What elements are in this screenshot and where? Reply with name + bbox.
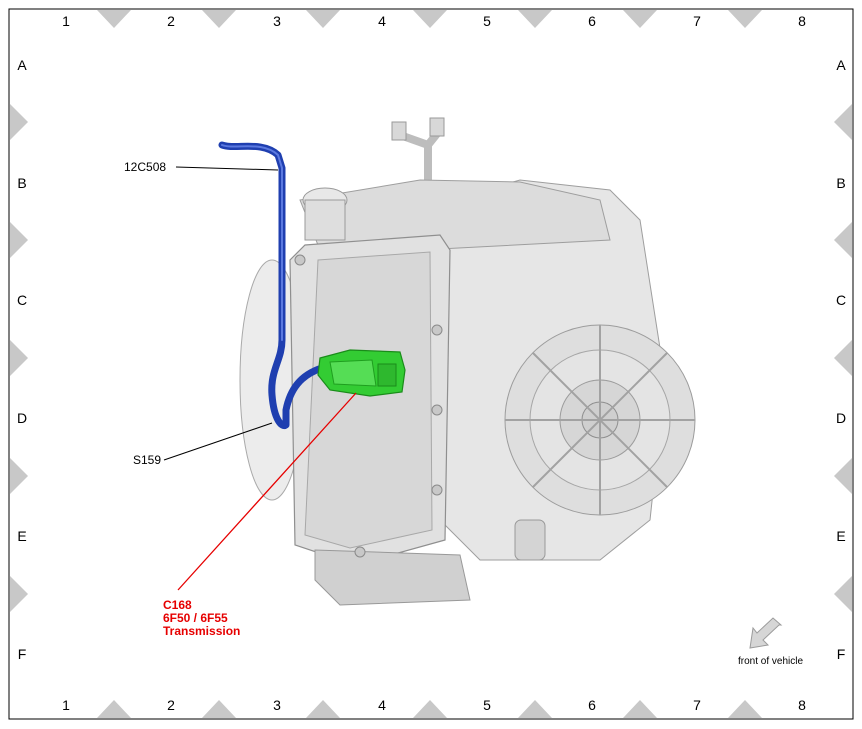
leader-12c508 [175, 166, 279, 171]
leader-c168 [177, 392, 357, 591]
col-label: 3 [273, 697, 281, 713]
callout-c168-desc1: 6F50 / 6F55 [163, 611, 228, 625]
col-label: 2 [167, 13, 175, 29]
col-label: 1 [62, 697, 70, 713]
callout-c168-id: C168 [163, 598, 192, 612]
col-label: 7 [693, 697, 701, 713]
col-label: 6 [588, 13, 596, 29]
col-label: 2 [167, 697, 175, 713]
row-label: D [17, 410, 27, 426]
col-label: 3 [273, 13, 281, 29]
connector-c168 [317, 349, 406, 397]
col-label: 7 [693, 13, 701, 29]
row-label: B [17, 175, 26, 191]
row-label: C [836, 292, 846, 308]
col-label: 4 [378, 13, 386, 29]
row-label: A [17, 57, 27, 73]
col-label: 8 [798, 13, 806, 29]
column-labels-top: 1 2 3 4 5 6 7 8 [62, 13, 806, 29]
row-label: B [836, 175, 845, 191]
col-label: 1 [62, 13, 70, 29]
callout-s159: S159 [133, 453, 161, 467]
row-labels-left: A B C D E F [17, 57, 27, 662]
row-labels-right: A B C D E F [836, 57, 846, 662]
col-label: 8 [798, 697, 806, 713]
row-label: C [17, 292, 27, 308]
diagram-frame [8, 8, 854, 720]
row-label: A [836, 57, 846, 73]
transmission-illustration [239, 117, 696, 606]
col-label: 5 [483, 13, 491, 29]
row-label: E [836, 528, 845, 544]
callout-c168-desc2: Transmission [163, 624, 240, 638]
col-label: 5 [483, 697, 491, 713]
frame-markers [10, 10, 852, 718]
row-label: E [17, 528, 26, 544]
callout-12c508: 12C508 [124, 160, 166, 174]
col-label: 6 [588, 697, 596, 713]
front-of-vehicle-label: front of vehicle [738, 656, 803, 667]
column-labels-bottom: 1 2 3 4 5 6 7 8 [62, 697, 806, 713]
row-label: F [18, 646, 27, 662]
front-of-vehicle-indicator: front of vehicle [738, 617, 803, 667]
col-label: 4 [378, 697, 386, 713]
row-label: F [837, 646, 846, 662]
arrow-icon [749, 617, 783, 649]
row-label: D [836, 410, 846, 426]
leader-s159 [163, 422, 273, 461]
